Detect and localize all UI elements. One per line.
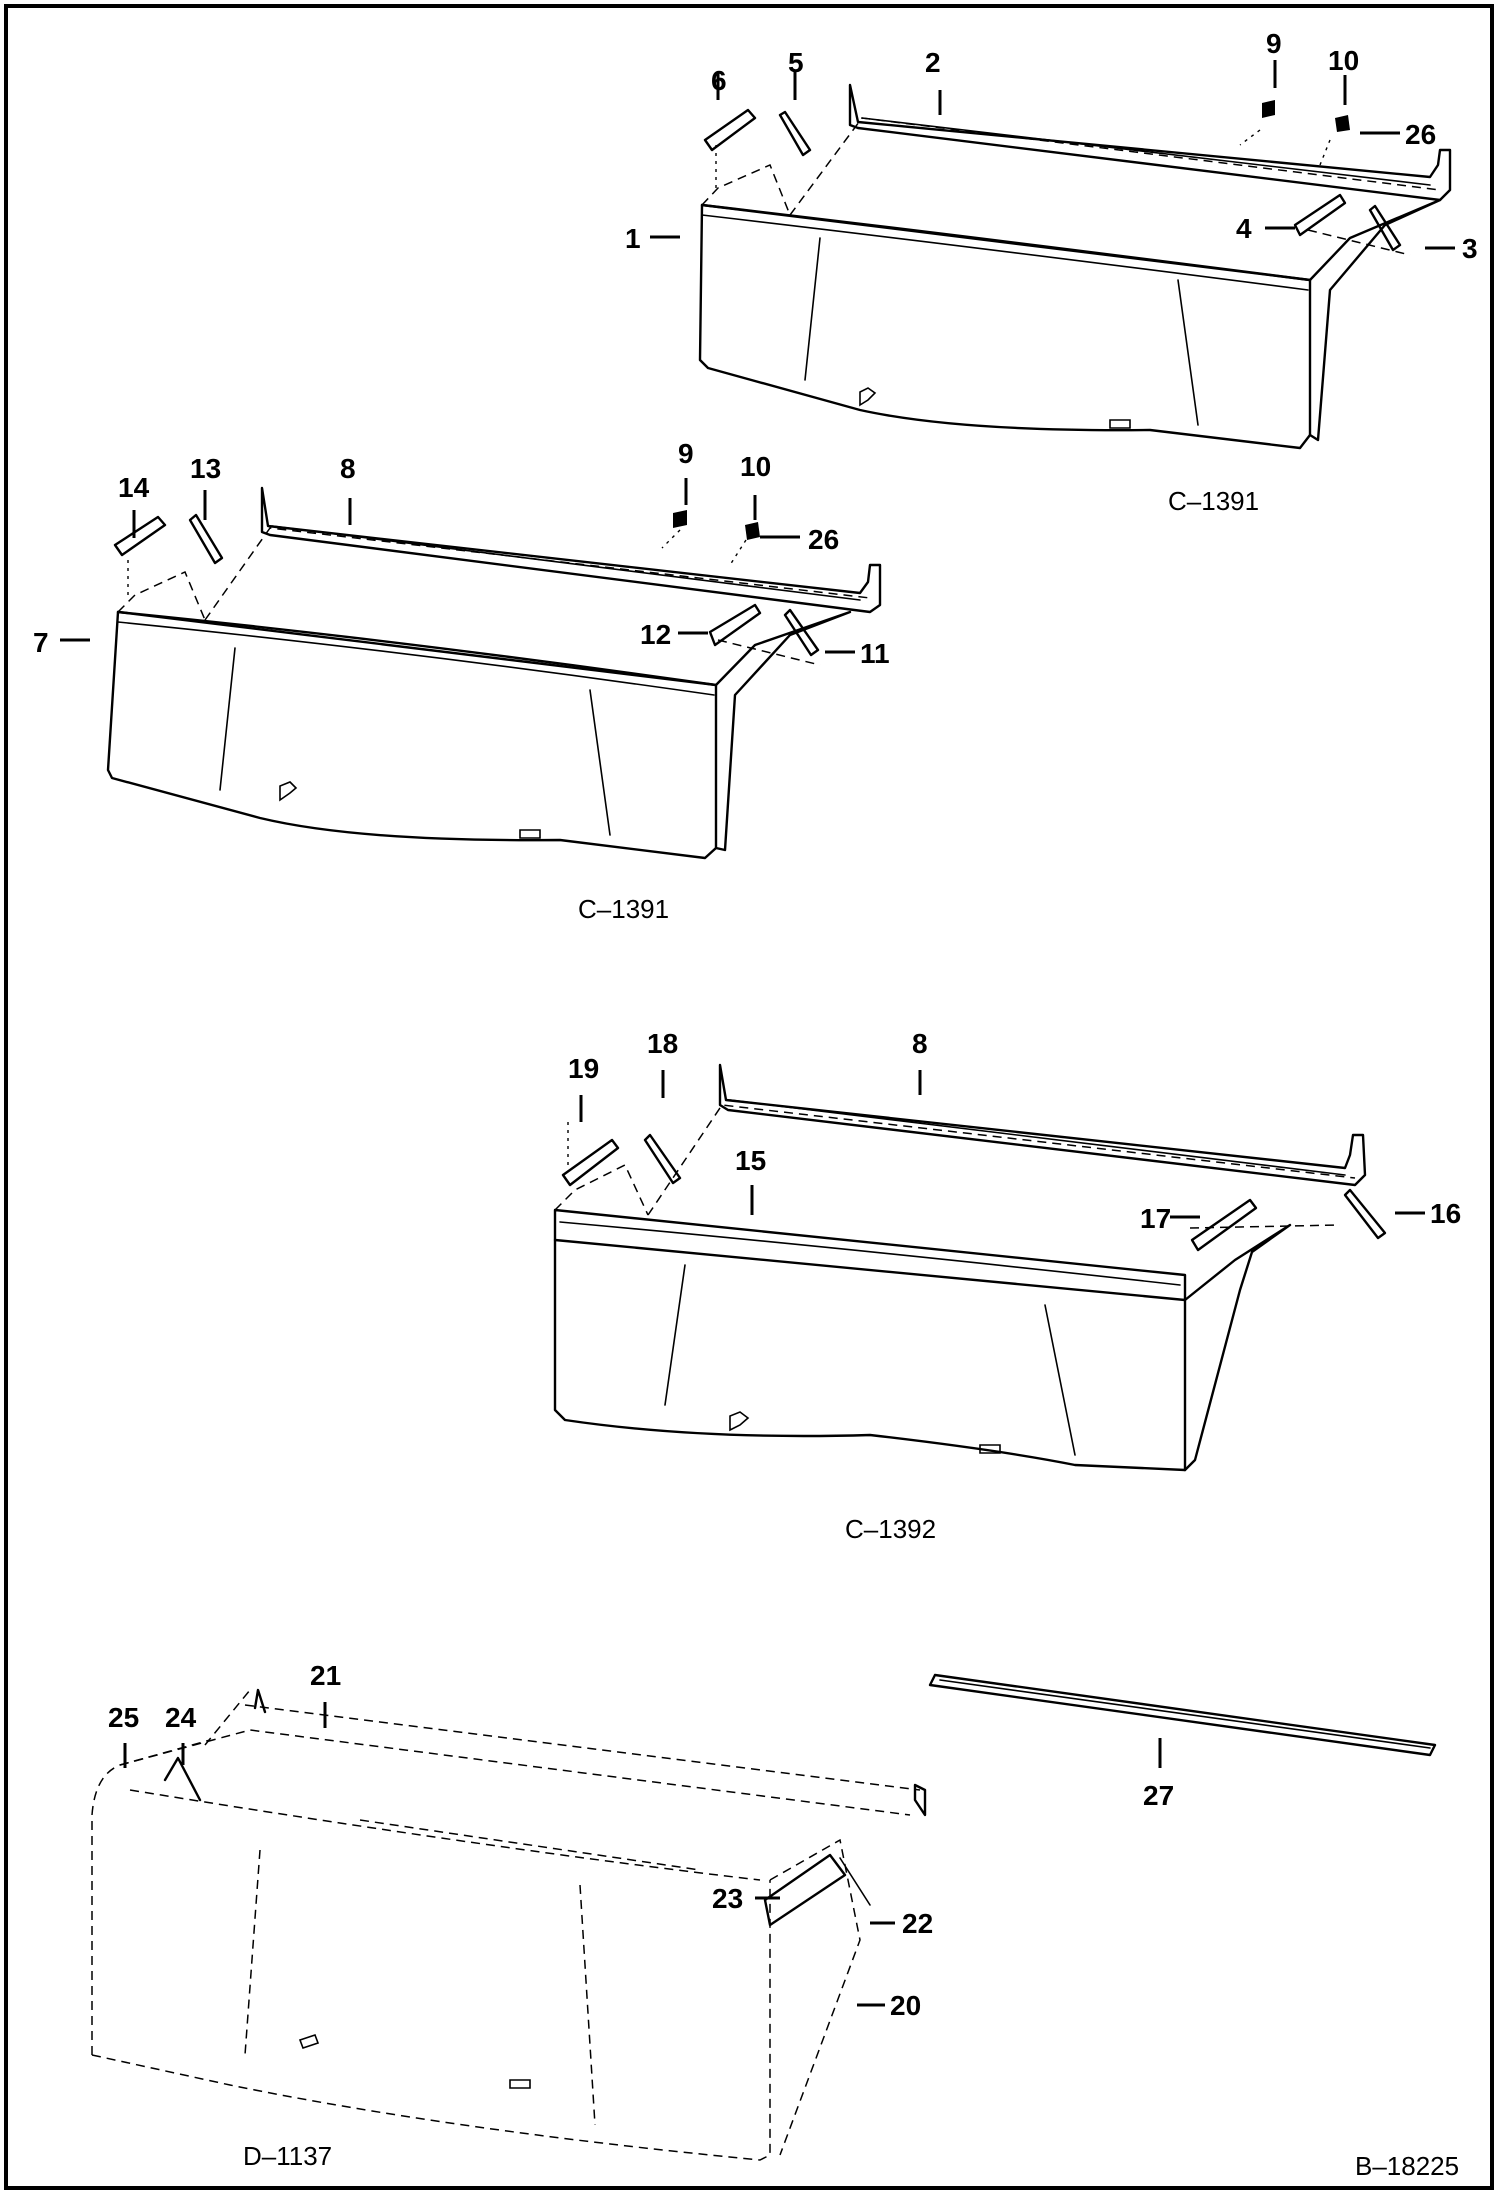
bucket-2-drawing: [106, 527, 871, 860]
bucket-3-parts: [561, 1063, 1387, 1252]
callout-1: 1: [625, 223, 641, 254]
ref-bucket-4: D–1137: [243, 2141, 332, 2171]
callout-2: 2: [925, 47, 941, 78]
bucket-3-drawing: [553, 1104, 1356, 1472]
callout-13: 13: [190, 453, 221, 484]
ref-bucket-3: C–1392: [845, 1514, 936, 1544]
callout-18: 18: [647, 1028, 678, 1059]
callout-17: 17: [1140, 1203, 1171, 1234]
callout-3: 3: [1462, 233, 1478, 264]
callout-24: 24: [165, 1702, 197, 1733]
callout-12: 12: [640, 619, 671, 650]
callout-20: 20: [890, 1990, 921, 2021]
bucket-2-parts: [113, 486, 882, 657]
callout-9: 9: [678, 438, 694, 469]
callout-15: 15: [735, 1145, 766, 1176]
callouts-bucket-4: 20 21 22 23 24 25: [108, 1660, 933, 2021]
callout-10: 10: [1328, 45, 1359, 76]
cutting-edge-drawing: [928, 1673, 1437, 1757]
callouts-edge: 27: [1143, 1780, 1174, 1811]
callout-7: 7: [33, 627, 49, 658]
callout-26: 26: [1405, 119, 1436, 150]
callout-25: 25: [108, 1702, 139, 1733]
bucket-4-drawing: [91, 1689, 921, 2161]
ref-sheet: B–18225: [1355, 2151, 1459, 2181]
callouts-bucket-3: 8 15 16 17 18 19: [568, 1028, 1461, 1234]
callout-8: 8: [912, 1028, 928, 1059]
callout-19: 19: [568, 1053, 599, 1084]
callouts-bucket-1: 1 2 3 4 5 6 9 10 26: [625, 28, 1478, 264]
bucket-1-parts: [703, 83, 1452, 252]
reference-codes: C–1391 C–1391 C–1392 D–1137 B–18225: [243, 486, 1459, 2181]
ref-bucket-1: C–1391: [1168, 486, 1259, 516]
bucket-4-parts: [163, 1688, 927, 1927]
callout-5: 5: [788, 47, 804, 78]
callout-27: 27: [1143, 1780, 1174, 1811]
callout-22: 22: [902, 1908, 933, 1939]
callout-4: 4: [1236, 213, 1252, 244]
callout-9: 9: [1266, 28, 1282, 59]
callout-10: 10: [740, 451, 771, 482]
page-border: [4, 4, 1494, 2190]
callouts-bucket-2: 7 8 9 10 11 12 13 14 26: [33, 438, 890, 669]
callout-8: 8: [340, 453, 356, 484]
callout-26: 26: [808, 524, 839, 555]
callout-6: 6: [711, 65, 727, 96]
leader-lines: [60, 60, 1455, 2007]
callout-21: 21: [310, 1660, 341, 1691]
callout-23: 23: [712, 1883, 743, 1914]
callout-16: 16: [1430, 1198, 1461, 1229]
callout-11: 11: [860, 638, 890, 669]
callout-14: 14: [118, 472, 150, 503]
ref-bucket-2: C–1391: [578, 894, 669, 924]
